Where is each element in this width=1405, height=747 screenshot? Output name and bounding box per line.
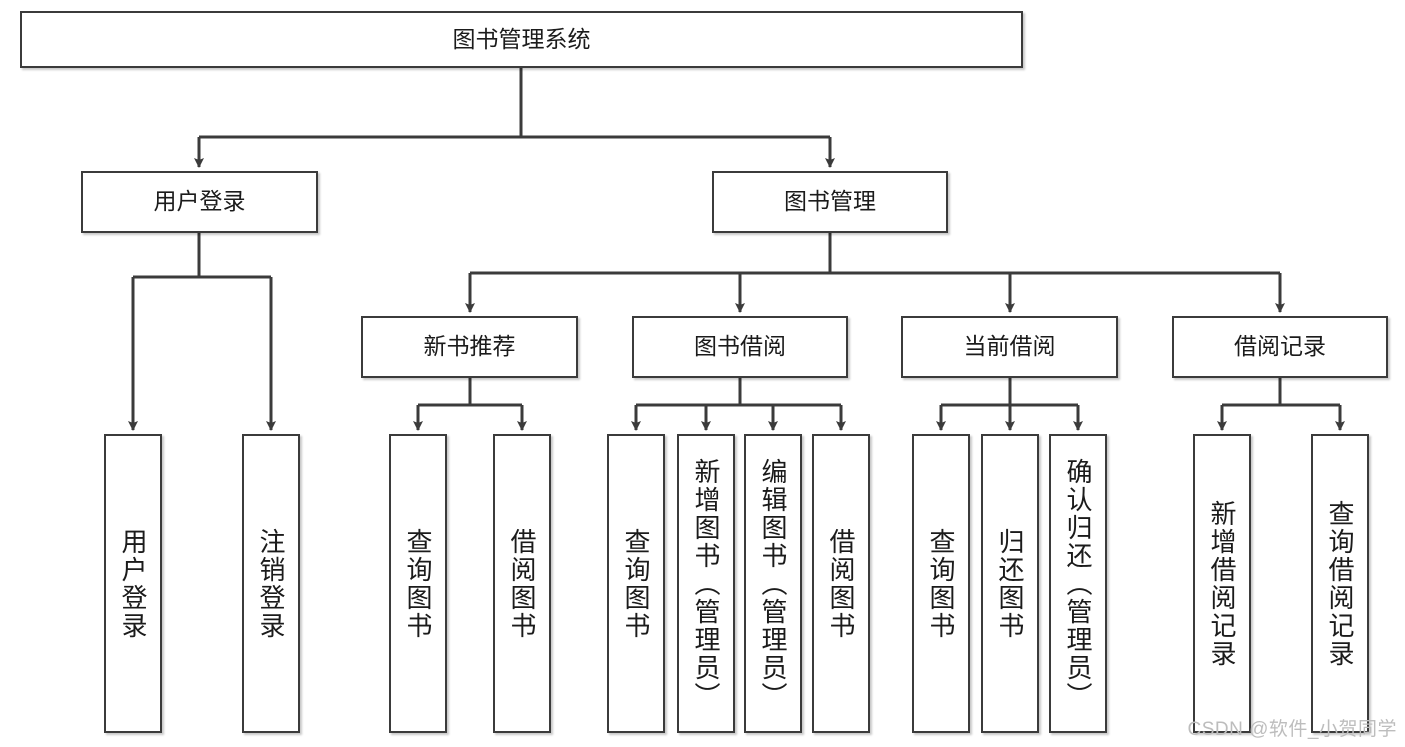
leaf-label: 新增借阅记录 xyxy=(1207,499,1237,668)
node-new-book-recommend[interactable]: 新书推荐 xyxy=(361,316,578,378)
leaf-label: 用户登录 xyxy=(118,527,148,640)
node-new-book-recommend-label: 新书推荐 xyxy=(423,333,516,360)
leaf-label: 注销登录 xyxy=(256,527,286,640)
node-book-manage[interactable]: 图书管理 xyxy=(712,171,948,233)
leaf-borrow-record-add[interactable]: 新增借阅记录 xyxy=(1193,434,1251,733)
watermark: CSDN @软件_小贺同学 xyxy=(1187,719,1397,740)
leaf-current-borrow-confirm[interactable]: 确认归还（管理员） xyxy=(1049,434,1107,733)
node-user-login-label: 用户登录 xyxy=(153,188,246,215)
leaf-label: 新增图书（管理员） xyxy=(691,457,721,710)
leaf-current-borrow-return[interactable]: 归还图书 xyxy=(981,434,1039,733)
leaf-book-borrow-edit[interactable]: 编辑图书（管理员） xyxy=(744,434,802,733)
leaf-user-login-logout[interactable]: 注销登录 xyxy=(242,434,300,733)
leaf-book-borrow-borrow[interactable]: 借阅图书 xyxy=(812,434,870,733)
leaf-user-login-login[interactable]: 用户登录 xyxy=(104,434,162,733)
leaf-label: 查询借阅记录 xyxy=(1325,499,1355,668)
leaf-new-book-borrow[interactable]: 借阅图书 xyxy=(493,434,551,733)
node-book-borrow[interactable]: 图书借阅 xyxy=(632,316,848,378)
leaf-new-book-query[interactable]: 查询图书 xyxy=(389,434,447,733)
node-book-manage-label: 图书管理 xyxy=(784,188,876,215)
leaf-label: 借阅图书 xyxy=(826,527,856,640)
leaf-label: 编辑图书（管理员） xyxy=(758,457,788,710)
leaf-label: 查询图书 xyxy=(926,527,956,640)
node-user-login[interactable]: 用户登录 xyxy=(81,171,318,233)
leaf-label: 查询图书 xyxy=(621,527,651,640)
node-borrow-record[interactable]: 借阅记录 xyxy=(1172,316,1388,378)
leaf-book-borrow-query[interactable]: 查询图书 xyxy=(607,434,665,733)
leaf-label: 归还图书 xyxy=(995,527,1025,640)
leaf-label: 查询图书 xyxy=(403,527,433,640)
leaf-book-borrow-add[interactable]: 新增图书（管理员） xyxy=(677,434,735,733)
node-current-borrow-label: 当前借阅 xyxy=(963,333,1056,360)
node-borrow-record-label: 借阅记录 xyxy=(1234,333,1326,360)
node-root[interactable]: 图书管理系统 xyxy=(20,11,1023,68)
leaf-current-borrow-query[interactable]: 查询图书 xyxy=(912,434,970,733)
node-root-label: 图书管理系统 xyxy=(452,25,591,52)
node-book-borrow-label: 图书借阅 xyxy=(694,333,786,360)
leaf-label: 借阅图书 xyxy=(507,527,537,640)
leaf-borrow-record-query[interactable]: 查询借阅记录 xyxy=(1311,434,1369,733)
leaf-label: 确认归还（管理员） xyxy=(1063,457,1093,710)
node-current-borrow[interactable]: 当前借阅 xyxy=(901,316,1118,378)
